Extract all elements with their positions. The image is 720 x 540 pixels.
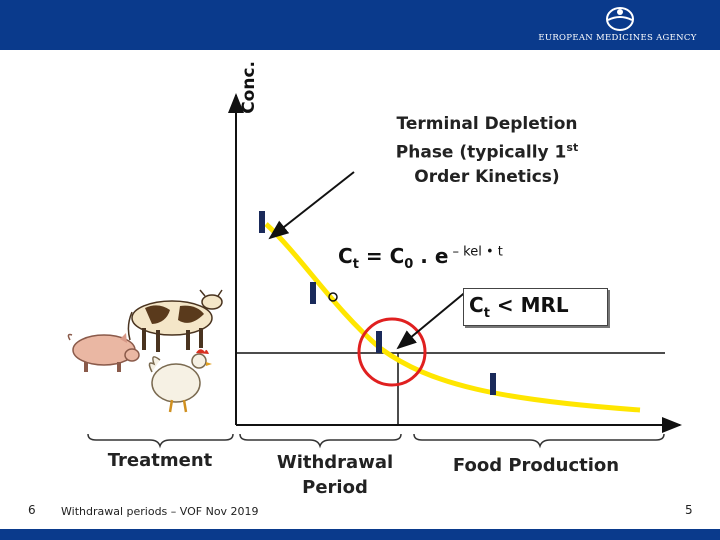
food-production-brace — [413, 433, 665, 449]
formula-lhs-subscript: t — [352, 257, 359, 272]
sample-marker — [259, 211, 265, 233]
annotation-line-1: Terminal Depletion — [396, 114, 578, 134]
ema-logo-icon — [606, 7, 634, 31]
footer-text: Withdrawal periods – VOF Nov 2019 — [61, 505, 259, 518]
treatment-brace — [87, 433, 234, 449]
mrl-crossing-circle — [357, 317, 427, 387]
formula-equals-c: = C — [358, 244, 405, 268]
depletion-formula: Ct = C0 . e – kel • t — [338, 244, 503, 272]
annotation-line-2: Phase (typically 1 — [395, 142, 567, 163]
header-bar: EUROPEAN MEDICINES AGENCY — [0, 0, 720, 50]
formula-c0-subscript: 0 — [404, 257, 414, 272]
depletion-curve — [264, 222, 641, 413]
food-production-label: Food Production — [452, 455, 620, 476]
chicken-icon — [148, 349, 212, 413]
slide-number-left: 6 — [28, 503, 36, 517]
annotation-line-3: Order Kinetics) — [414, 166, 560, 187]
formula-exponent: – kel • t — [448, 244, 503, 260]
withdrawal-label-line-2: Period — [302, 477, 368, 498]
sample-marker — [376, 331, 382, 353]
mrl-box — [463, 288, 608, 326]
agency-name: EUROPEAN MEDICINES AGENCY — [538, 33, 697, 43]
formula-lhs: C — [338, 244, 353, 268]
pig-icon — [67, 333, 140, 372]
annotation-arrow — [268, 171, 355, 240]
formula-e: . e — [413, 244, 449, 268]
withdrawal-label-line-1: Withdrawal — [276, 452, 394, 473]
mrl-condition: Ct < MRL — [469, 293, 569, 321]
withdrawal-brace — [239, 433, 402, 449]
mrl-subscript: t — [483, 306, 490, 321]
cow-icon — [127, 289, 223, 352]
mrl-c: C — [469, 293, 484, 317]
sample-marker — [490, 373, 496, 395]
annotation-line-2-superscript: st — [566, 141, 579, 154]
y-axis-label: Conc. — [239, 61, 259, 114]
treatment-label: Treatment — [107, 450, 213, 471]
sample-dot — [328, 292, 338, 302]
footer-bar — [0, 529, 720, 540]
mrl-rest: < MRL — [489, 293, 569, 317]
slide-number-right: 5 — [685, 503, 693, 517]
terminal-depletion-annotation: Terminal Depletion Phase (typically 1st … — [352, 112, 622, 189]
withdrawal-period-label: Withdrawal Period — [255, 450, 415, 500]
sample-marker — [310, 282, 316, 304]
mrl-arrow — [396, 289, 469, 350]
